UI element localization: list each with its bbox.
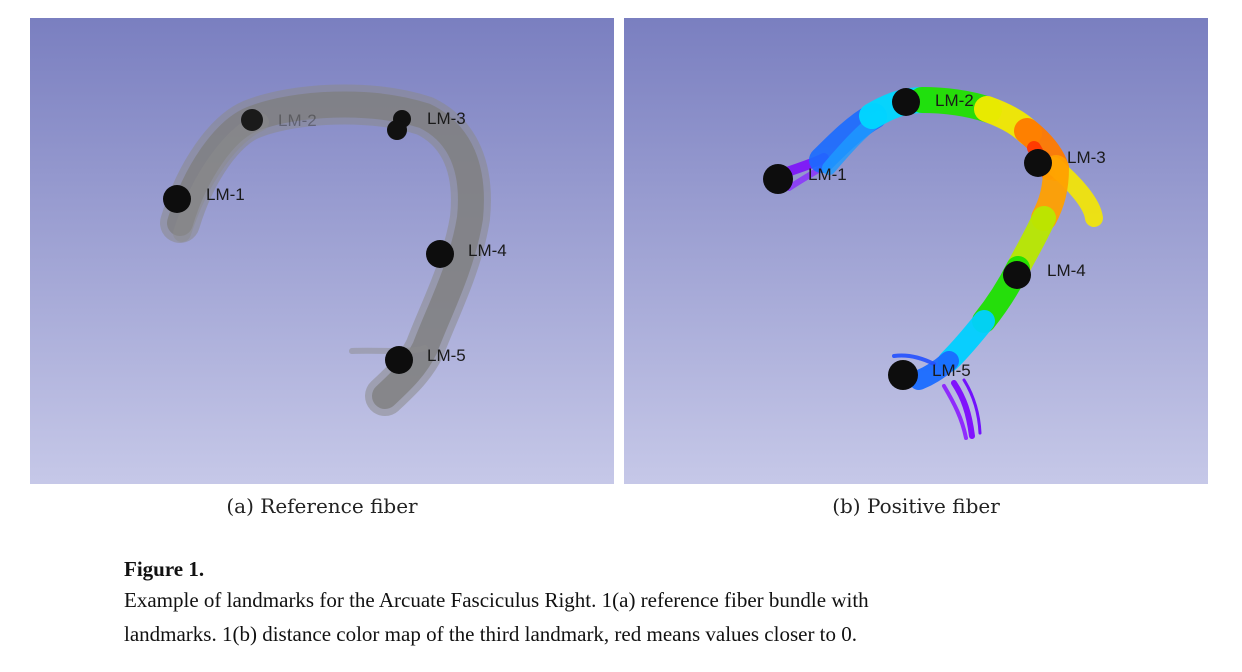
panel-reference-fiber: LM-1 LM-2 LM-3 LM-4 LM-5 <box>30 18 614 484</box>
landmark-marker-3 <box>1024 149 1052 177</box>
landmark-markers-a <box>163 109 454 374</box>
landmark-label-5: LM-5 <box>427 346 466 365</box>
reference-fiber-image: LM-1 LM-2 LM-3 LM-4 LM-5 <box>30 18 614 484</box>
subfigure-caption-b: (b) Positive fiber <box>832 494 1000 518</box>
figure-caption-line-2: landmarks. 1(b) distance color map of th… <box>124 622 858 646</box>
landmark-marker-4 <box>1003 261 1031 289</box>
landmark-labels-a: LM-1 LM-2 LM-3 LM-4 LM-5 <box>206 109 507 365</box>
landmark-marker-3b <box>387 120 407 140</box>
figure-caption-title: Figure 1. <box>124 557 205 581</box>
positive-fiber-image: LM-1 LM-2 LM-3 LM-4 LM-5 <box>624 18 1208 484</box>
landmark-label-3: LM-3 <box>1067 148 1106 167</box>
landmark-labels-b: LM-1 LM-2 LM-3 LM-4 LM-5 <box>808 91 1106 380</box>
positive-fiber-bundle <box>779 87 1103 440</box>
landmark-marker-5 <box>888 360 918 390</box>
landmark-label-2: LM-2 <box>935 91 974 110</box>
figure-caption-line-1: Example of landmarks for the Arcuate Fas… <box>124 588 869 612</box>
landmark-label-1: LM-1 <box>206 185 245 204</box>
landmark-markers-b <box>763 88 1052 390</box>
landmark-label-4: LM-4 <box>468 241 507 260</box>
landmark-label-1: LM-1 <box>808 165 847 184</box>
figure-caption: Figure 1. Example of landmarks for the A… <box>124 556 1124 650</box>
subfigure-caption-a: (a) Reference fiber <box>226 494 418 518</box>
landmark-marker-1 <box>763 164 793 194</box>
landmark-marker-2 <box>241 109 263 131</box>
landmark-label-4: LM-4 <box>1047 261 1086 280</box>
landmark-label-5: LM-5 <box>932 361 971 380</box>
landmark-label-2: LM-2 <box>278 111 317 130</box>
landmark-label-3: LM-3 <box>427 109 466 128</box>
landmark-marker-1 <box>163 185 191 213</box>
landmark-marker-2 <box>892 88 920 116</box>
landmark-marker-4 <box>426 240 454 268</box>
landmark-marker-5 <box>385 346 413 374</box>
panel-positive-fiber: LM-1 LM-2 LM-3 LM-4 LM-5 <box>624 18 1208 484</box>
